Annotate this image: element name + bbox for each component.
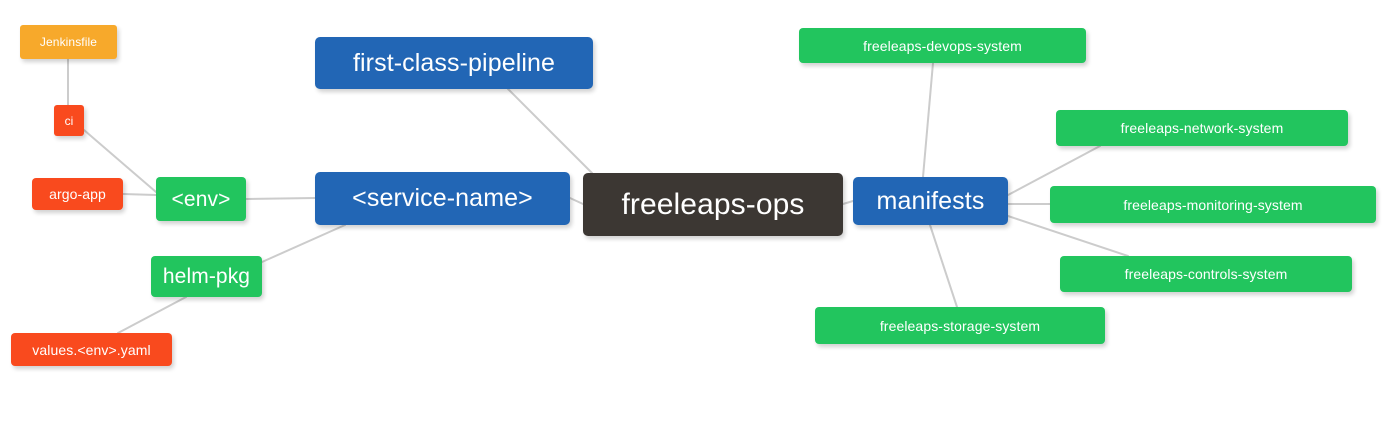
edge-ops-manifests (842, 200, 854, 205)
edge-env-argoapp (122, 193, 157, 196)
mindmap-node-freeleaps-ops[interactable]: freeleaps-ops (583, 173, 843, 236)
edge-servicename-env (245, 197, 316, 200)
edge-manifests-storage (929, 224, 958, 308)
mindmap-node-freeleaps-network-system[interactable]: freeleaps-network-system (1056, 110, 1348, 146)
mindmap-node-freeleaps-monitoring-system[interactable]: freeleaps-monitoring-system (1050, 186, 1376, 223)
mindmap-node-manifests[interactable]: manifests (853, 177, 1008, 225)
mindmap-node-label: freeleaps-storage-system (879, 317, 1041, 334)
mindmap-node-label: <env> (171, 187, 231, 211)
edge-ops-servicename (569, 197, 584, 205)
mindmap-node-service-name[interactable]: <service-name> (315, 172, 570, 225)
mindmap-node-helm-pkg[interactable]: helm-pkg (151, 256, 262, 297)
mindmap-node-label: ci (64, 113, 74, 128)
mindmap-node-freeleaps-controls-system[interactable]: freeleaps-controls-system (1060, 256, 1352, 292)
mindmap-node-values-env-yaml[interactable]: values.<env>.yaml (11, 333, 172, 366)
mindmap-node-first-class-pipeline[interactable]: first-class-pipeline (315, 37, 593, 89)
mindmap-node-label: values.<env>.yaml (32, 341, 151, 358)
edge-ops-pipeline (507, 88, 593, 174)
mindmap-node-ci[interactable]: ci (54, 105, 84, 136)
mindmap-node-argo-app[interactable]: argo-app (32, 178, 123, 210)
mindmap-node-label: freeleaps-network-system (1120, 120, 1284, 136)
mindmap-node-label: first-class-pipeline (352, 48, 556, 77)
mindmap-node-jenkinsfile[interactable]: Jenkinsfile (20, 25, 117, 59)
mindmap-node-label: <service-name> (352, 184, 533, 212)
mindmap-node-label: freeleaps-controls-system (1124, 266, 1288, 282)
mindmap-node-label: Jenkinsfile (39, 35, 98, 49)
mindmap-node-env[interactable]: <env> (156, 177, 246, 221)
mindmap-node-label: helm-pkg (162, 265, 251, 288)
edge-helmpkg-values (117, 296, 187, 334)
mindmap-node-freeleaps-storage-system[interactable]: freeleaps-storage-system (815, 307, 1105, 344)
mindmap-node-freeleaps-devops-system[interactable]: freeleaps-devops-system (799, 28, 1086, 63)
mindmap-node-label: freeleaps-devops-system (863, 37, 1022, 54)
mindmap-node-label: freeleaps-ops (621, 187, 805, 221)
mindmap-node-label: argo-app (49, 186, 106, 202)
mindmap-node-label: manifests (876, 186, 985, 215)
mindmap-node-label: freeleaps-monitoring-system (1123, 196, 1303, 213)
edge-manifests-devops (922, 62, 934, 178)
edge-servicename-helmpkg (261, 224, 346, 263)
